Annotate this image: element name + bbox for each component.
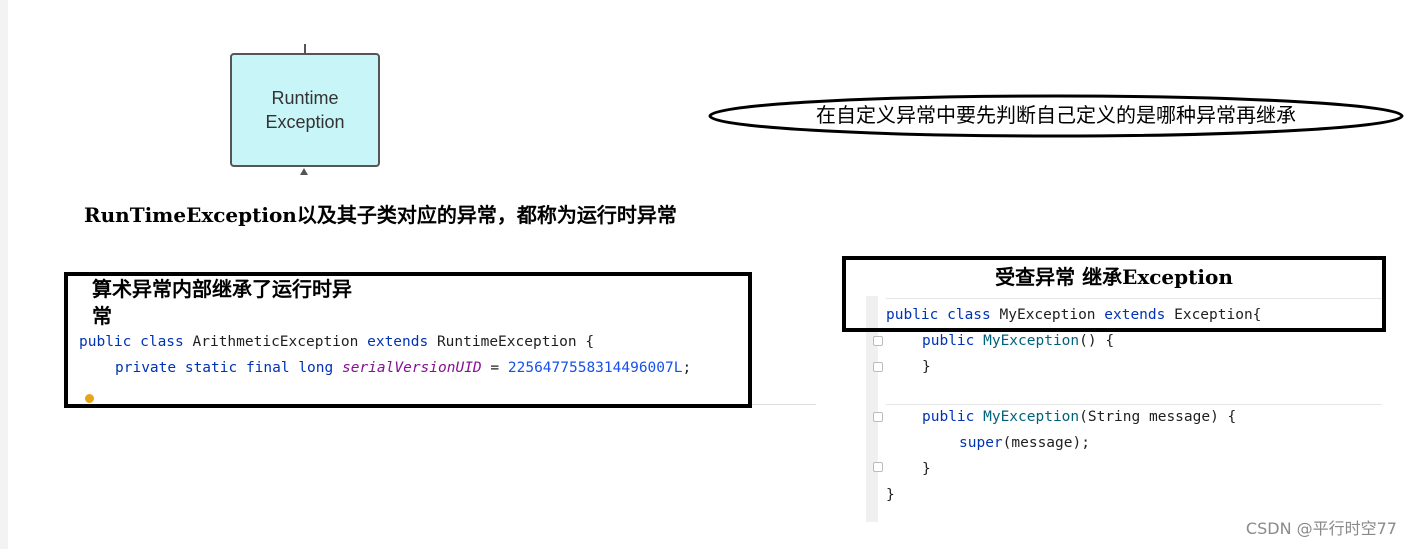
code-method-name: MyException [983,409,1080,425]
my-exception-code-line-1: public class MyException extends Excepti… [886,302,1262,328]
code-keyword: super [959,435,1003,451]
my-exception-code-line-4: public MyException(String message) { [922,404,1236,430]
code-text: () { [1079,333,1115,349]
arithmetic-exception-note: 算术异常内部继承了运行时异常 [92,277,352,328]
my-exception-code-line-5: super(message); [959,430,1090,456]
code-keyword: public class [886,307,1000,323]
my-exception-code-line-2: public MyException() { [922,328,1114,354]
code-keyword: public [922,409,984,425]
my-exception-code-panel [866,296,1382,522]
code-number: 2256477558314496007L [507,360,683,376]
code-text: = [481,360,508,376]
code-class-name: MyException [999,307,1105,323]
fold-marker-icon [873,462,883,472]
code-method-name: MyException [983,333,1080,349]
code-text: (String message) { [1079,409,1237,425]
code-keyword: public class [79,334,193,350]
my-exception-code-line-6: } [922,461,931,477]
code-keyword: private static final long [115,360,342,376]
ellipse-shape [708,94,1404,138]
runtime-exception-node: Runtime Exception [230,53,380,167]
lightbulb-icon [85,394,94,403]
csdn-watermark: CSDN @平行时空77 [1245,519,1397,538]
connector-arrow-bottom [300,168,308,175]
runtime-node-line1: Runtime [271,88,339,108]
code-text: Exception{ [1174,307,1262,323]
ellipse-annotation: 在自定义异常中要先判断自己定义的是哪种异常再继承 [706,92,1406,140]
editor-rule [886,404,1382,405]
code-keyword: public [922,333,984,349]
arithmetic-code-line-1: public class ArithmeticException extends… [79,329,594,355]
runtime-exception-caption: RunTimeException以及其子类对应的异常，都称为运行时异常 [84,203,677,227]
editor-separator [752,404,816,405]
ellipse-annotation-text: 在自定义异常中要先判断自己定义的是哪种异常再继承 [816,103,1296,127]
code-keyword: extends [1104,307,1175,323]
code-class-name: ArithmeticException [192,334,368,350]
runtime-node-line2: Exception [265,112,345,132]
my-exception-code-line-7: } [886,487,895,503]
arithmetic-exception-box [64,272,752,408]
checked-exception-title: 受查异常 继承Exception [995,265,1233,289]
my-exception-code-line-3: } [922,359,931,375]
connector-top [304,44,306,54]
code-text: RuntimeException { [436,334,595,350]
left-margin-strip [0,0,8,549]
code-text: (message); [1002,435,1090,451]
fold-marker-icon [873,336,883,346]
fold-marker-icon [873,362,883,372]
code-field: serialVersionUID [341,360,482,376]
fold-marker-icon [873,412,883,422]
checked-exception-box [842,256,1386,332]
arithmetic-code-line-2: private static final long serialVersionU… [115,355,691,381]
code-text: ; [682,360,692,376]
code-keyword: extends [367,334,437,350]
editor-rule [886,298,1382,299]
